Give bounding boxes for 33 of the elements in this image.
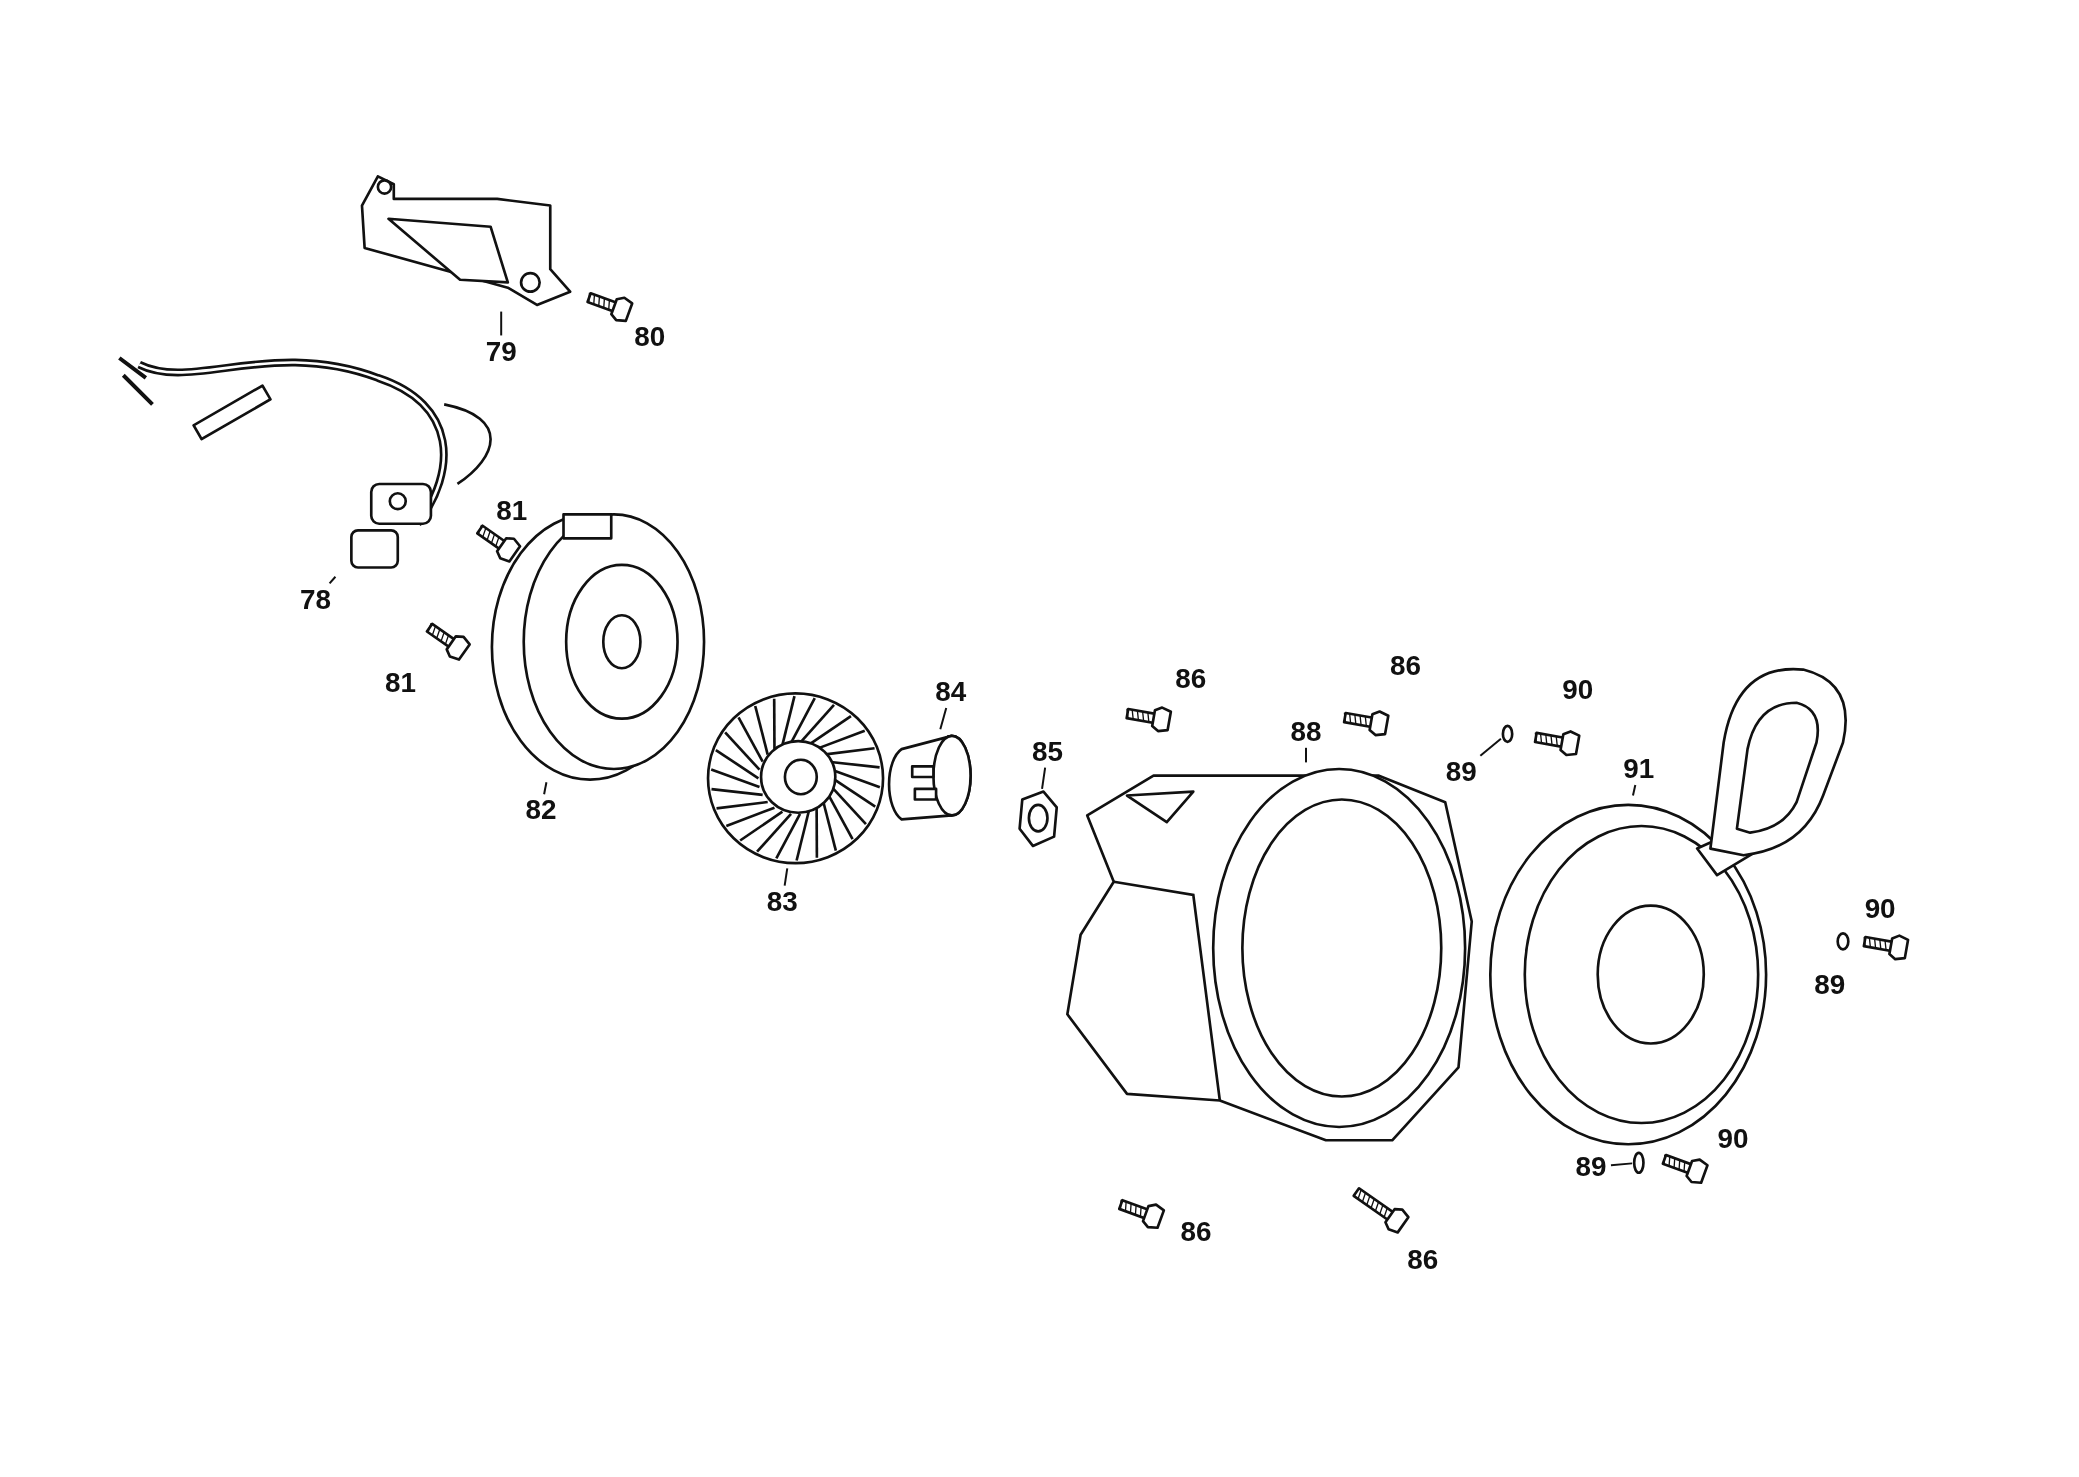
callout-number: 83 xyxy=(762,885,803,918)
leader-line xyxy=(1041,766,1047,790)
callout-number: 90 xyxy=(1716,1123,1750,1155)
callout-number: 90 xyxy=(1561,673,1595,706)
callout-number: 80 xyxy=(633,320,667,353)
leader-line xyxy=(500,310,503,337)
callout-number: 91 xyxy=(1618,753,1659,785)
leader-line xyxy=(939,707,948,731)
leader-line xyxy=(328,575,337,585)
callout-number: 79 xyxy=(481,335,522,368)
callout-number: 89 xyxy=(1571,1150,1611,1183)
callout-number: 82 xyxy=(521,794,561,827)
washer-drawing xyxy=(1632,1150,1646,1175)
leader-line xyxy=(1632,783,1637,797)
leader-line xyxy=(543,781,548,796)
leader-line xyxy=(1305,746,1307,764)
callout-number: 86 xyxy=(1179,1215,1213,1248)
callout-number: 81 xyxy=(495,494,529,527)
callout-number: 86 xyxy=(1174,662,1208,695)
callout-number: 84 xyxy=(930,676,971,709)
callout-number: 90 xyxy=(1863,892,1897,925)
callout-number: 85 xyxy=(1027,735,1068,768)
callout-number: 89 xyxy=(1441,755,1482,788)
callout-number: 86 xyxy=(1388,649,1422,682)
callout-number: 89 xyxy=(1813,969,1847,1002)
callout-number: 78 xyxy=(295,583,336,616)
leader-line xyxy=(1609,1162,1634,1167)
washer-drawing xyxy=(1500,723,1515,744)
leader-line xyxy=(1479,737,1502,757)
callout-number: 86 xyxy=(1406,1243,1440,1276)
leader-line xyxy=(783,867,789,887)
callout-number: 88 xyxy=(1286,716,1326,748)
callout-number: 81 xyxy=(383,666,417,699)
